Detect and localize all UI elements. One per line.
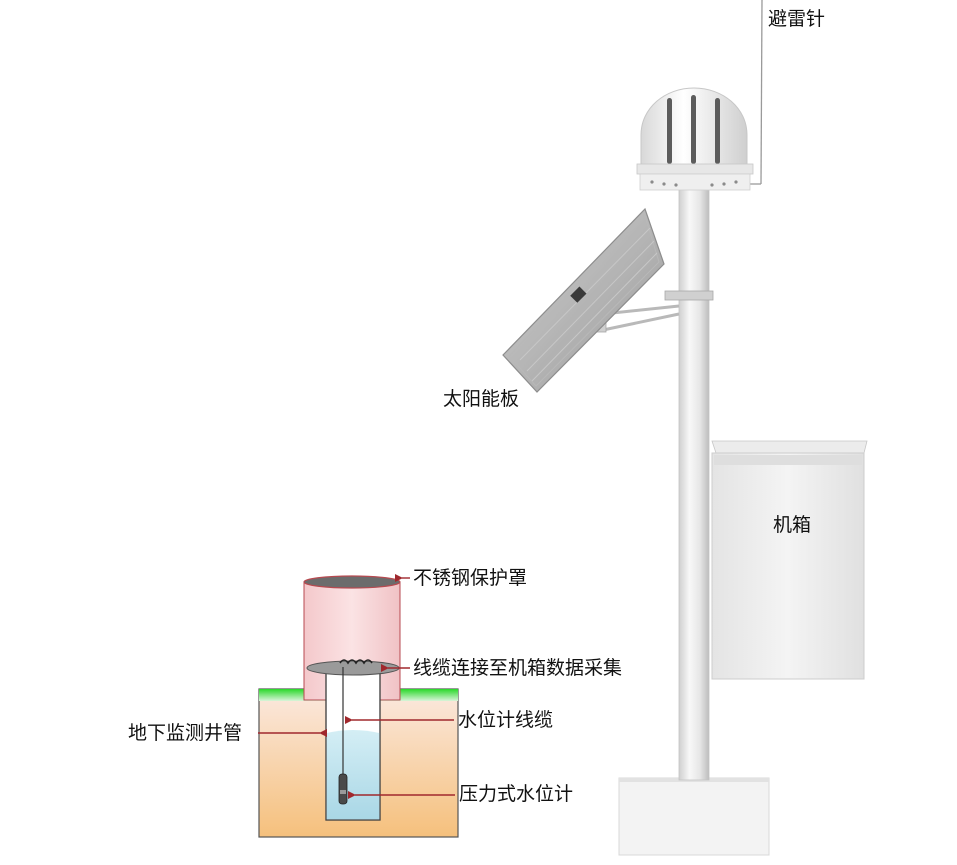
stainless-cover-label: 不锈钢保护罩 [413, 567, 528, 589]
main-pole [678, 177, 710, 781]
cabinet-box [711, 440, 868, 680]
solar-panel-label: 太阳能板 [443, 388, 520, 410]
annotation-arrows [258, 574, 455, 799]
solar-panel [502, 207, 714, 393]
water-level-cable-label: 水位计线缆 [458, 709, 554, 731]
pole-base [618, 777, 770, 856]
cabinet-label: 机箱 [773, 514, 812, 536]
cable-connection-label: 线缆连接至机箱数据采集 [413, 657, 623, 679]
monitoring-well-pipe [325, 667, 381, 821]
dome-cover [636, 87, 754, 191]
stainless-cover [303, 575, 401, 701]
lightning-rod [750, 0, 763, 185]
monitoring-well-label: 地下监测井管 [128, 722, 243, 744]
lightning-rod-label: 避雷针 [768, 8, 826, 30]
pressure-sensor-label: 压力式水位计 [459, 783, 574, 805]
sensor-cable [338, 667, 348, 805]
